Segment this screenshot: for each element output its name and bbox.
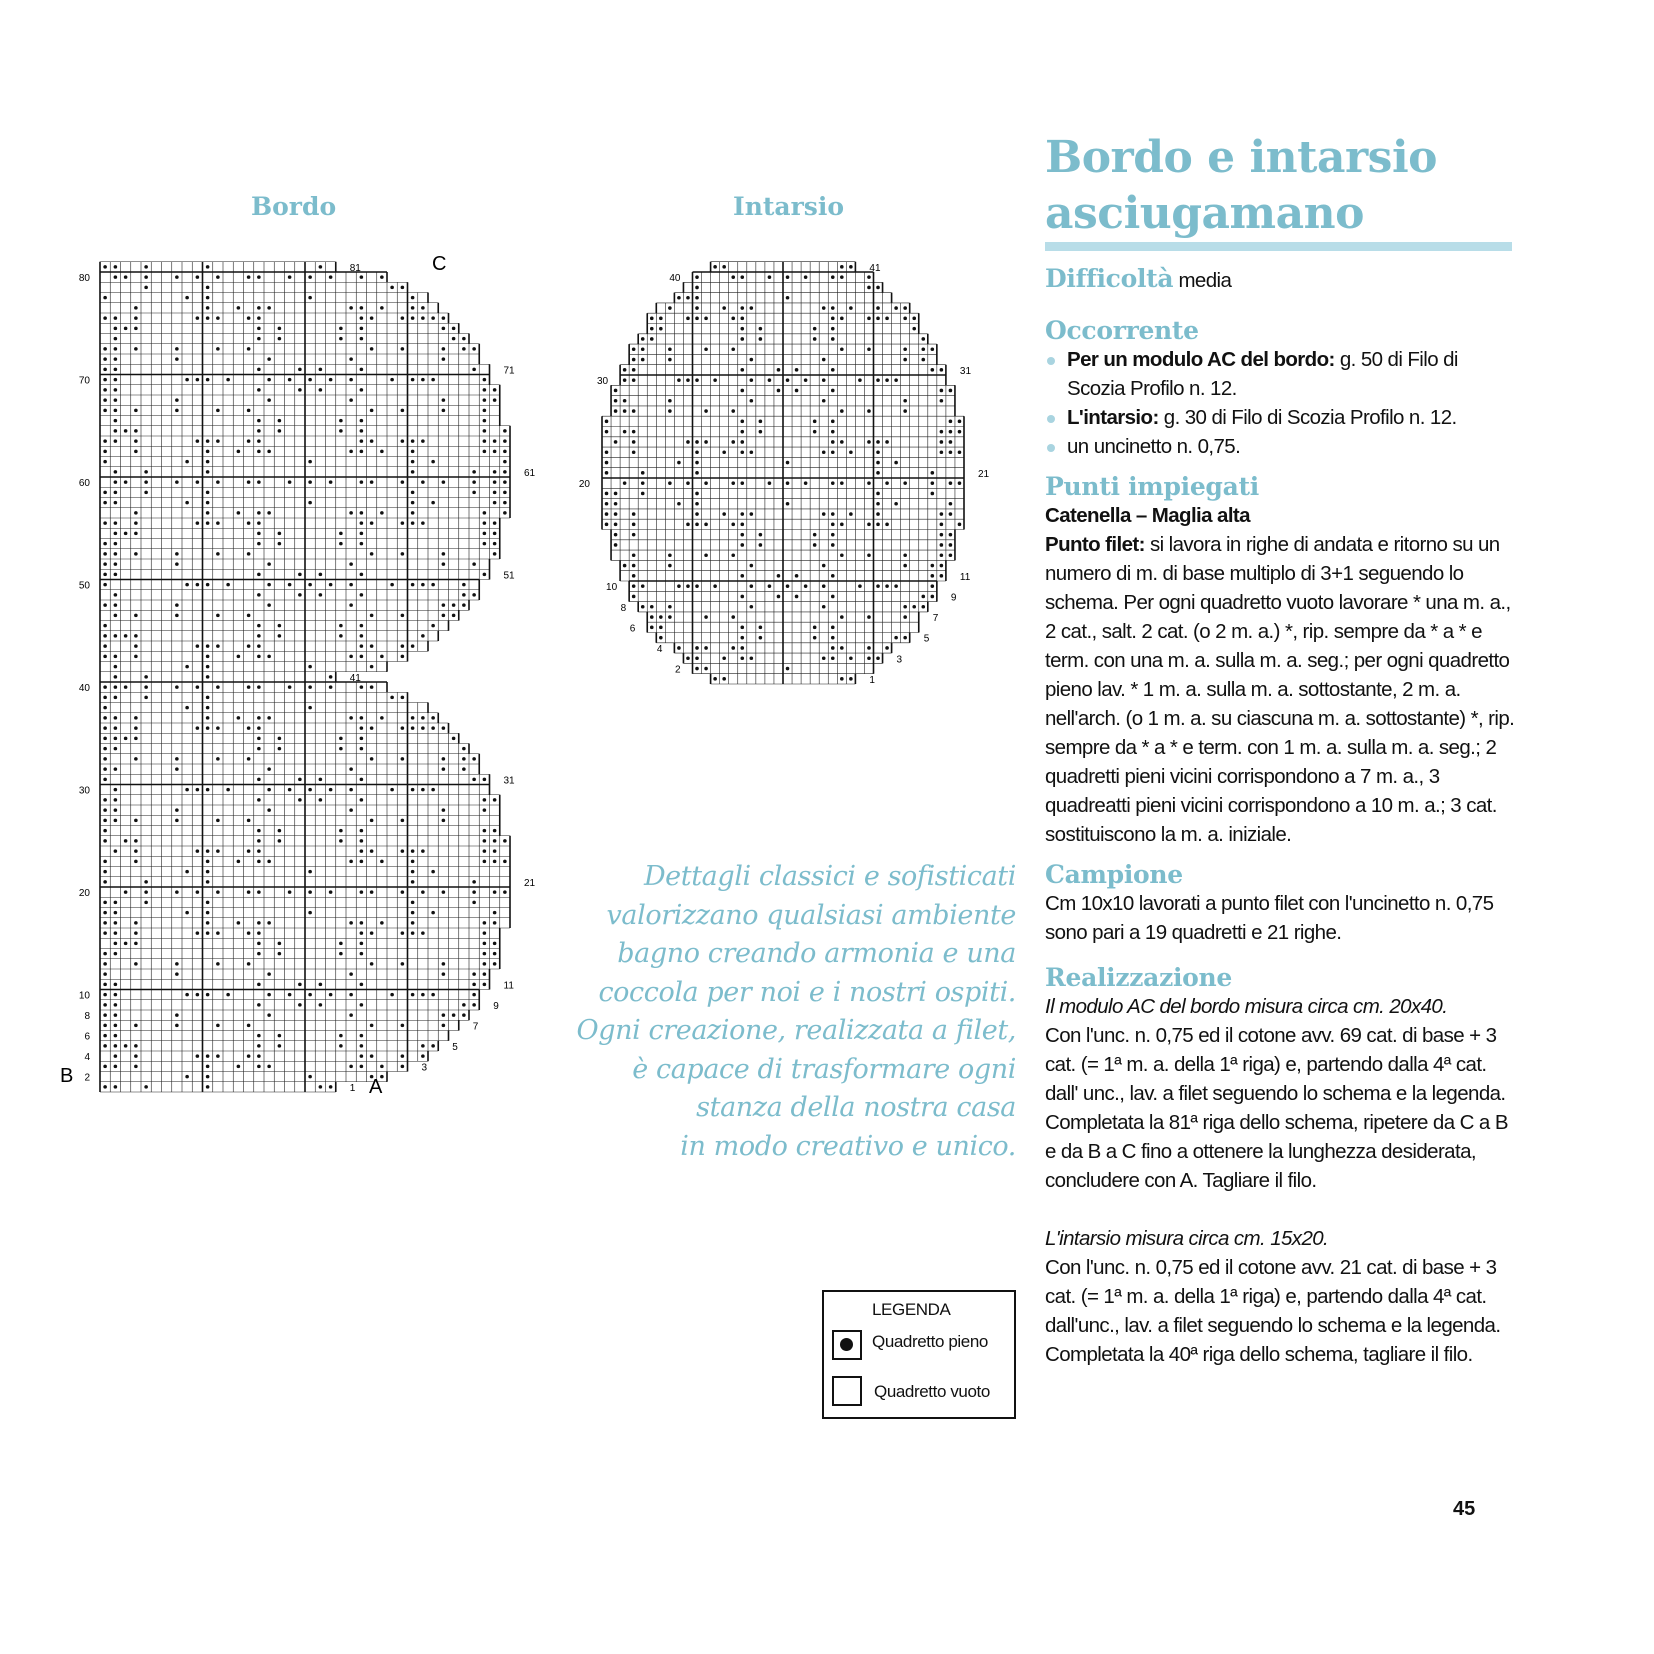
bordo-instructions: Con l'unc. n. 0,75 ed il cotone avv. 69 … [1045,1024,1509,1192]
bordo-grid-lines [100,261,510,1093]
bordo-row-label: 30 [79,786,91,797]
intarsio-row-label: 41 [869,263,881,274]
quote-line: bagno creando armonia e una [617,938,1016,969]
campione-section: Campione Cm 10x10 lavorati a punto filet… [1045,860,1515,947]
filled-square-icon [832,1330,862,1360]
intarsio-row-label: 3 [897,654,903,665]
intarsio-row-label: 7 [933,613,939,624]
pull-quote: Dettagli classici e sofisticati valorizz… [540,858,1017,1166]
bordo-row-label: 7 [473,1021,479,1032]
quote-line: Ogni creazione, realizzata a filet, [576,1015,1017,1046]
campione-heading: Campione [1045,860,1183,889]
title-line-2: asciugamano [1045,188,1364,239]
bordo-row-label: 50 [79,581,91,592]
filet-charts: 8070605040302010864281716151413121119753… [60,253,990,1098]
list-item: L'intarsio: g. 30 di Filo di Scozia Prof… [1045,403,1515,432]
legend-empty-label: Quadretto vuoto [874,1382,990,1401]
intarsio-row-label: 4 [657,644,663,655]
intarsio-row-label: 8 [621,603,627,614]
item-bold: Per un modulo AC del bordo: [1067,348,1335,371]
marker-c: C [432,253,446,275]
quote-line: valorizzano qualsiasi ambiente [606,899,1017,931]
intarsio-row-label: 5 [924,634,930,645]
difficulty: Difficoltà media [1045,264,1525,295]
intarsio-row-label: 6 [630,623,636,634]
difficulty-value: media [1178,269,1232,292]
occorrente-heading: Occorrente [1045,316,1199,345]
bordo-row-label: 81 [350,263,362,274]
bordo-row-label: 31 [504,775,516,786]
bordo-size-text: Il modulo AC del bordo misura circa cm. … [1045,995,1448,1018]
marker-a: A [369,1076,383,1098]
bordo-row-label: 8 [84,1011,90,1022]
intarsio-row-label: 10 [606,582,618,593]
intarsio-row-label: 9 [951,592,957,603]
occorrente-section: Occorrente Per un modulo AC del bordo: g… [1045,316,1515,461]
bordo-row-label: 80 [79,273,91,284]
intarsio-row-label: 30 [597,376,609,387]
intarsio-row-label: 1 [869,675,875,686]
intarsio-row-label: 2 [675,665,681,676]
bordo-row-label: 60 [79,478,91,489]
bordo-row-label: 51 [504,570,516,581]
intarsio-row-label: 31 [960,366,972,377]
intarsio-major-lines [601,261,965,684]
bordo-major-lines [99,261,511,1092]
bordo-row-label: 1 [350,1083,356,1094]
quote-line: in modo creativo e unico. [680,1130,1016,1162]
bordo-row-label: 21 [524,878,536,889]
realizzazione-section: Realizzazione Il modulo AC del bordo mis… [1045,963,1515,1369]
legend-box: LEGENDA Quadretto pieno Quadretto vuoto [822,1290,1016,1419]
bordo-row-label: 4 [84,1052,90,1063]
bordo-row-label: 20 [79,888,91,899]
bordo-row-label: 5 [452,1042,458,1053]
bordo-row-label: 70 [79,376,91,387]
difficulty-label: Difficoltà [1045,264,1174,293]
page-number: 45 [1453,1498,1476,1520]
bordo-row-label: 11 [504,980,515,991]
bordo-row-label: 71 [504,365,516,376]
bordo-row-label: 10 [79,991,91,1002]
bordo-row-label: 40 [79,683,91,694]
realizzazione-heading: Realizzazione [1045,963,1233,992]
list-item: Per un modulo AC del bordo: g. 50 di Fil… [1045,345,1515,403]
item-text: un uncinetto n. 0,75. [1067,435,1241,458]
intarsio-instructions: Con l'unc. n. 0,75 ed il cotone avv. 21 … [1045,1256,1501,1366]
empty-square-icon [832,1376,862,1406]
title-underline-bar [1045,242,1512,251]
item-text: g. 50 di Filo di Scozia Profilo n. 12. [1067,348,1458,400]
item-text: g. 30 di Filo di Scozia Profilo n. 12. [1158,406,1457,429]
bordo-row-label: 41 [350,673,362,684]
intarsio-row-label: 20 [579,479,591,490]
intarsio-row-label: 21 [978,469,990,480]
punti-subheading: Catenella – Maglia alta [1045,504,1251,527]
title-line-1: Bordo e intarsio [1045,132,1438,183]
intarsio-row-label: 40 [669,273,681,284]
item-bold: L'intarsio: [1067,406,1159,429]
intarsio-size-text: L'intarsio misura circa cm. 15x20. [1045,1227,1329,1250]
punto-filet-text: si lavora in righe di andata e ritorno s… [1045,533,1515,846]
bordo-row-label: 61 [524,468,536,479]
marker-b: B [60,1065,73,1087]
punto-filet-label: Punto filet: [1045,533,1145,556]
campione-text: Cm 10x10 lavorati a punto filet con l'un… [1045,892,1494,944]
quote-line: Dettagli classici e sofisticati [643,861,1016,892]
bordo-chart-title: Bordo [251,192,337,221]
list-item: un uncinetto n. 0,75. [1045,432,1515,461]
quote-line: è capace di trasformare ogni [632,1053,1016,1085]
bordo-row-label: 3 [422,1062,428,1073]
quote-line: stanza della nostra casa [696,1092,1016,1123]
bordo-row-label: 2 [84,1073,90,1084]
intarsio-row-label: 11 [960,572,971,583]
punti-section: Punti impiegati Catenella – Maglia alta … [1045,472,1515,849]
article-title: Bordo e intarsio asciugamano [1045,130,1438,242]
intarsio-chart-title: Intarsio [733,192,845,221]
bordo-row-label: 6 [84,1032,90,1043]
punti-heading: Punti impiegati [1045,472,1259,501]
legend-title: LEGENDA [872,1300,951,1319]
bordo-row-label: 9 [493,1001,499,1012]
legend-full-label: Quadretto pieno [872,1332,988,1351]
quote-line: coccola per noi e i nostri ospiti. [598,976,1016,1008]
